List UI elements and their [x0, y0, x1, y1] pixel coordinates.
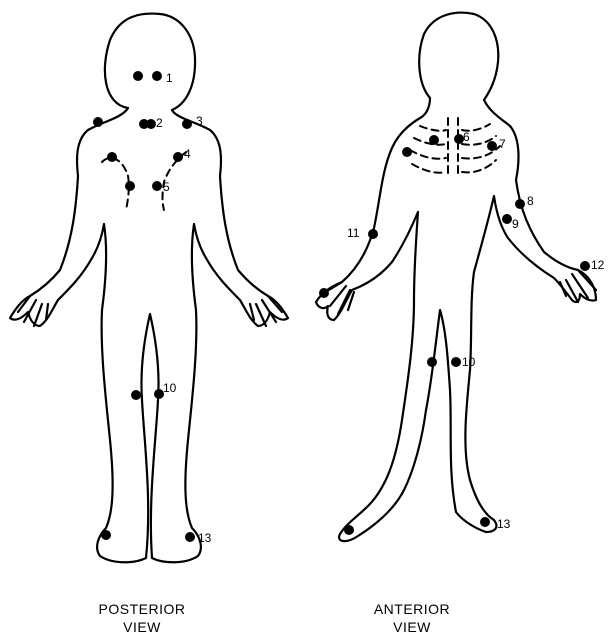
posterior-label-3: 3	[196, 114, 203, 128]
anterior-point-7a	[402, 147, 412, 157]
posterior-caption-line-2: VIEW	[82, 618, 202, 636]
anterior-point-11	[368, 229, 378, 239]
posterior-label-2: 2	[156, 116, 163, 130]
anterior-rib-line-4	[412, 160, 496, 173]
posterior-point-13a	[101, 530, 111, 540]
anterior-rib-line-3	[410, 146, 500, 159]
posterior-figure: 1 2 3 4 5 10 13	[10, 14, 288, 563]
anterior-point-13b	[480, 517, 490, 527]
anterior-label-7: 7	[499, 137, 506, 151]
posterior-point-5b	[152, 181, 162, 191]
posterior-point-13b	[185, 532, 195, 542]
posterior-point-4a	[107, 152, 117, 162]
posterior-caption-line-1: POSTERIOR	[82, 600, 202, 618]
posterior-point-3a	[93, 117, 103, 127]
anterior-label-8: 8	[527, 194, 534, 208]
posterior-point-3b	[182, 119, 192, 129]
posterior-label-13: 13	[198, 531, 212, 545]
posterior-point-1b	[152, 71, 162, 81]
anterior-label-12: 12	[591, 258, 605, 272]
anterior-rib-line-1	[420, 124, 490, 131]
anterior-label-13: 13	[497, 517, 511, 531]
posterior-point-1a	[133, 71, 143, 81]
anterior-point-10b	[451, 357, 461, 367]
anterior-caption-line-1: ANTERIOR	[352, 600, 472, 618]
anterior-point-9	[502, 214, 512, 224]
posterior-label-1: 1	[166, 71, 173, 85]
posterior-point-2b	[146, 119, 156, 129]
posterior-point-4b	[173, 152, 183, 162]
posterior-label-4: 4	[184, 147, 191, 161]
posterior-left-scapula-line	[102, 158, 129, 210]
anterior-point-8	[515, 199, 525, 209]
anterior-body-outline	[316, 13, 596, 541]
anterior-label-6: 6	[463, 130, 470, 144]
anterior-point-11b	[319, 288, 329, 298]
anterior-label-11: 11	[347, 226, 360, 240]
posterior-view-caption: POSTERIOR VIEW	[82, 600, 202, 636]
anterior-point-13a	[344, 525, 354, 535]
anterior-right-hand-fingers	[560, 270, 596, 302]
anterior-label-9: 9	[512, 217, 519, 231]
posterior-label-5: 5	[163, 180, 170, 194]
anterior-label-10: 10	[462, 355, 476, 369]
anterior-caption-line-2: VIEW	[352, 618, 472, 636]
anterior-point-12	[580, 261, 590, 271]
posterior-label-10: 10	[163, 381, 177, 395]
posterior-point-5a	[125, 181, 135, 191]
anterior-view-caption: ANTERIOR VIEW	[352, 600, 472, 636]
anterior-figure: 6 7 8 9 10 11 12 13	[316, 13, 605, 541]
anterior-point-7b	[487, 141, 497, 151]
anterior-point-6a	[429, 135, 439, 145]
posterior-point-10a	[131, 390, 141, 400]
anterior-point-10a	[427, 357, 437, 367]
posterior-body-outline	[10, 14, 288, 563]
